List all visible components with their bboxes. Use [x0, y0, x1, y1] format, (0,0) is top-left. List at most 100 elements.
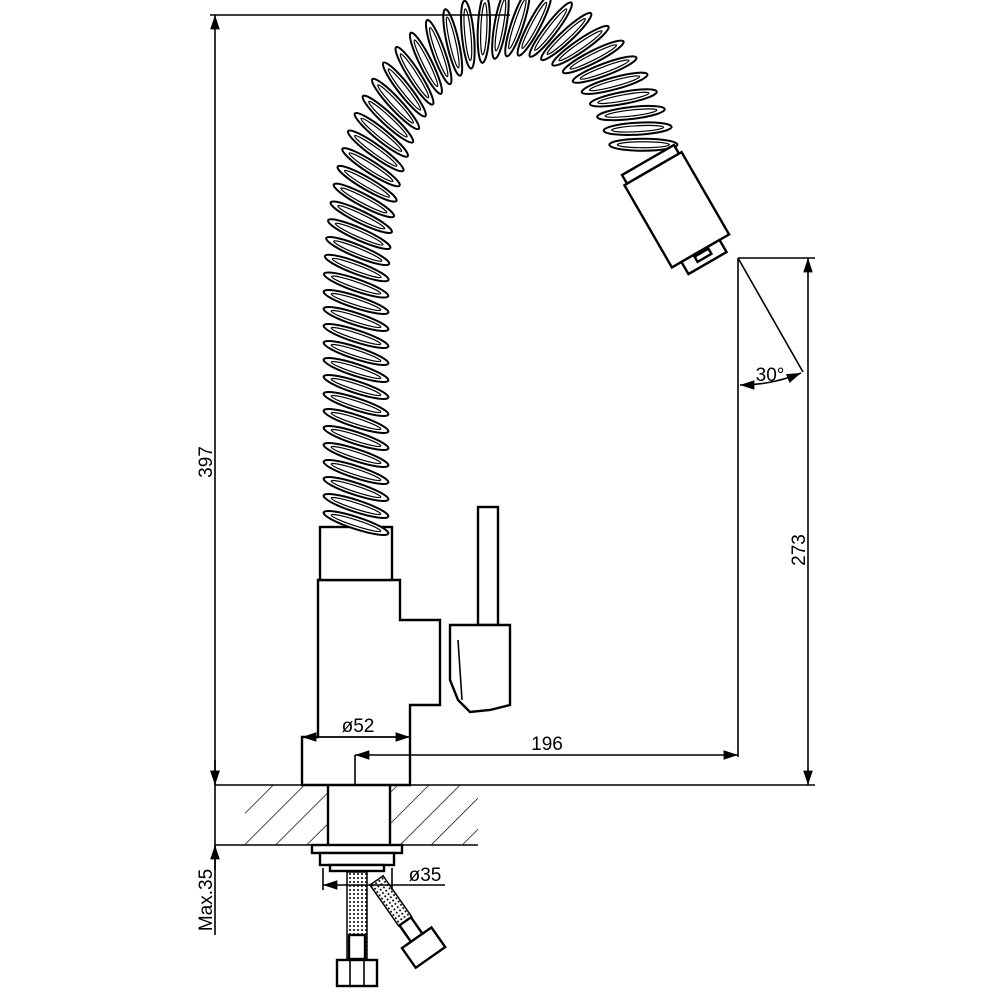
dimension-shank-diameter-label: ø35: [409, 865, 442, 886]
spring-coil: [322, 493, 390, 519]
dimension-spray-angle: 30°: [737, 257, 804, 390]
spring-coil-inner: [348, 152, 394, 183]
spring-coil: [322, 408, 390, 434]
spring-coil: [322, 323, 390, 349]
spring-coil: [346, 129, 405, 173]
spring-coil: [504, 0, 531, 58]
spring-coil: [322, 357, 390, 383]
dimension-max-counter-label: Max.35: [196, 869, 217, 931]
spring-coil: [322, 391, 390, 417]
spring-coil: [336, 164, 398, 203]
spring-coil: [322, 459, 390, 485]
spring-spout: [322, 0, 679, 536]
dimension-spout-height: 273: [738, 257, 815, 785]
dimension-spray-angle-label: 30°: [756, 365, 785, 386]
spring-coil: [322, 271, 390, 299]
spring-coil: [332, 182, 396, 219]
spring-coil: [323, 253, 390, 283]
spring-coil-inner: [330, 496, 382, 516]
spring-coil: [424, 18, 453, 86]
spring-coil: [394, 45, 435, 106]
spring-coil-inner: [330, 445, 382, 465]
spring-coil: [353, 111, 410, 158]
spring-coil: [528, 1, 573, 58]
spring-coil: [329, 200, 393, 234]
dimension-spout-height-label: 273: [789, 534, 810, 566]
spring-coil-inner: [330, 360, 382, 380]
spring-coil-inner: [330, 479, 382, 499]
spring-coil-inner: [588, 75, 641, 92]
spring-coil-inner: [546, 17, 586, 55]
spring-coil: [588, 88, 658, 108]
spring-coil-inner: [494, 0, 507, 52]
spring-coil: [580, 71, 649, 95]
spring-coil-inner: [334, 222, 384, 246]
dimension-shank-diameter: ø35: [322, 865, 445, 890]
countertop-section: [215, 784, 815, 846]
spring-coil-inner: [340, 187, 388, 214]
spring-coil: [561, 39, 625, 75]
spring-coil: [341, 147, 401, 188]
spring-coil: [540, 11, 593, 62]
spring-coil-inner: [331, 257, 382, 279]
dimension-base-diameter-label: ø52: [342, 716, 375, 737]
spring-coil: [322, 425, 390, 451]
spring-coil-inner: [330, 513, 382, 533]
spring-coil: [322, 340, 390, 366]
spring-coil-inner: [330, 309, 382, 329]
spring-coil-inner: [330, 292, 382, 312]
spring-coil: [322, 476, 390, 502]
spring-coil: [322, 306, 390, 332]
spring-coil-inner: [399, 53, 430, 99]
dimension-spout-reach-label: 196: [531, 734, 563, 755]
spring-coil-inner: [413, 39, 439, 88]
spring-coil: [596, 104, 666, 122]
spring-coil-inner: [428, 26, 449, 78]
spring-coil-inner: [569, 44, 618, 70]
spring-coil-inner: [330, 411, 382, 431]
spring-coil-inner: [463, 8, 473, 62]
dimension-base-diameter: ø52: [302, 716, 410, 742]
spring-coil-inner: [330, 343, 382, 363]
spring-coil-inner: [558, 30, 603, 62]
spring-coil-inner: [330, 394, 382, 414]
dimension-max-counter: Max.35: [196, 760, 220, 935]
spring-coil-inner: [445, 16, 460, 69]
spring-coil-inner: [508, 0, 527, 50]
spring-coil-inner: [377, 84, 414, 124]
spring-coil-inner: [337, 204, 386, 230]
spring-coil: [571, 55, 638, 84]
spring-coil-inner: [534, 8, 568, 51]
dimension-total-height: 397: [196, 14, 510, 785]
spring-coil-inner: [330, 377, 382, 397]
spring-coil-inner: [611, 124, 665, 133]
spring-coil-inner: [333, 240, 383, 262]
spring-coil: [491, 0, 510, 60]
spring-coil-inner: [330, 462, 382, 482]
spring-coil-inner: [480, 2, 488, 56]
spring-coil: [381, 61, 427, 118]
faucet-body: [300, 525, 442, 787]
spring-coil: [408, 31, 443, 95]
spring-coil-inner: [387, 68, 422, 111]
spring-coil: [322, 442, 390, 468]
spring-coil-inner: [616, 141, 670, 149]
spring-coil: [322, 374, 390, 400]
spring-coil: [370, 77, 421, 131]
spring-coil: [608, 137, 679, 152]
spring-coil-inner: [330, 275, 382, 295]
dimension-total-height-label: 397: [196, 446, 217, 478]
spring-coil: [322, 289, 390, 315]
spring-coil-inner: [360, 117, 403, 152]
spring-coil: [325, 236, 391, 267]
faucet-handle: [448, 505, 512, 714]
spring-coil-inner: [330, 326, 382, 346]
spring-coil: [516, 0, 552, 57]
spring-coil-inner: [579, 59, 630, 80]
spring-coil: [322, 510, 390, 536]
supply-hoses: [310, 843, 447, 988]
spray-head: [620, 143, 731, 276]
spring-coil-inner: [353, 134, 398, 167]
spring-coil: [327, 218, 392, 250]
spring-coil: [361, 94, 415, 144]
